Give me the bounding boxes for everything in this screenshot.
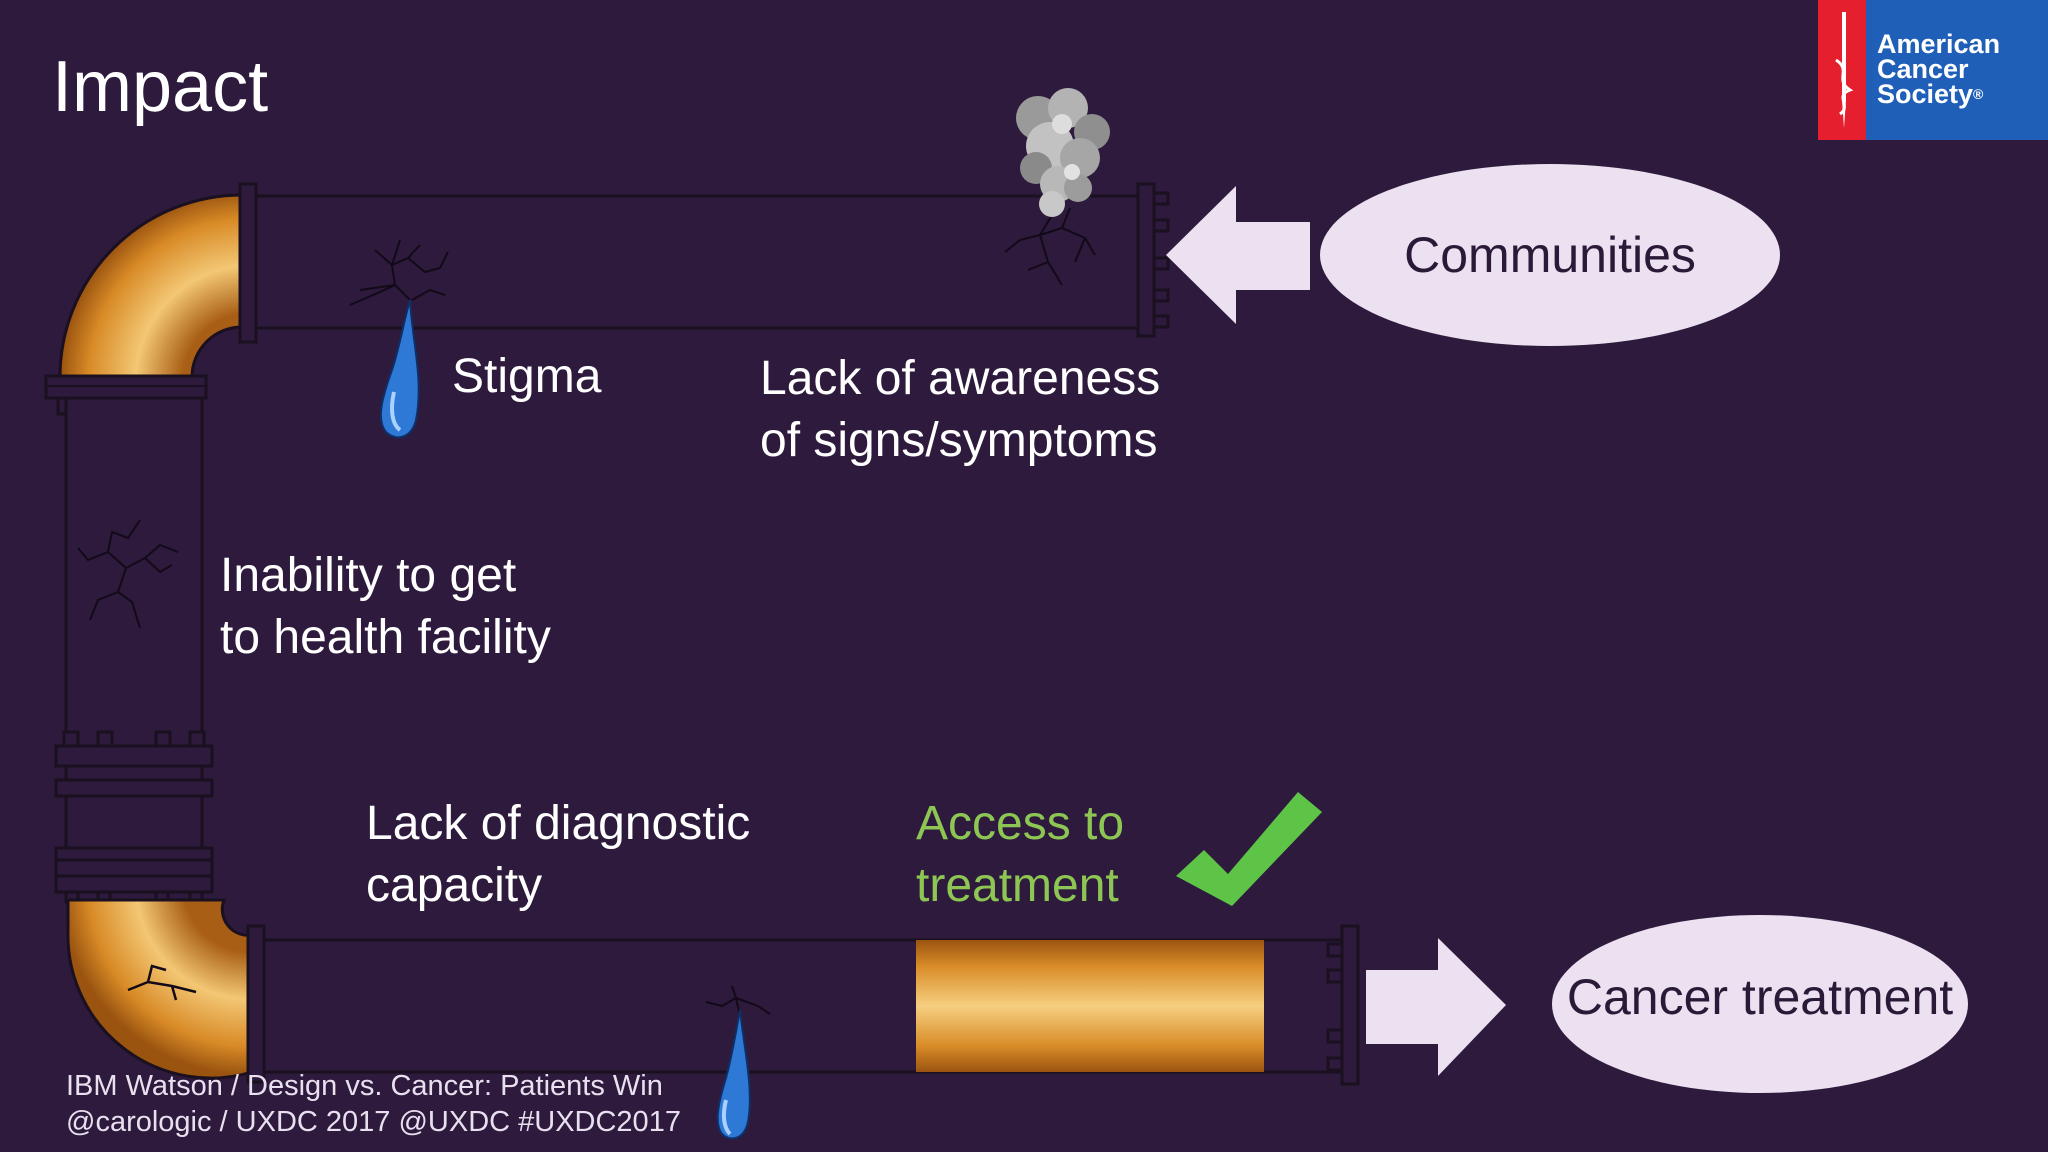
- cancer-treatment-node-label: Cancer treatment: [1566, 969, 1954, 1025]
- top-pipe-bolts: [1152, 191, 1170, 329]
- cancer-treatment-node: [1552, 915, 1968, 1093]
- communities-node: [1320, 164, 1780, 346]
- repaired-copper-segment: [916, 940, 1264, 1072]
- bottom-elbow-flange: [246, 924, 266, 1084]
- bottom-elbow-pipe: [66, 898, 254, 1080]
- stigma-label: Stigma: [452, 350, 602, 403]
- crack-bottom-elbow: [127, 964, 197, 1001]
- top-pipe: [254, 194, 1140, 330]
- crack-stigma: [349, 239, 449, 306]
- bottom-pipe-bolts: [1326, 942, 1344, 1072]
- diagnostic-label: Lack of diagnostic capacity: [366, 797, 751, 912]
- top-elbow-pipe: [58, 193, 244, 379]
- top-elbow-flange: [238, 182, 258, 344]
- smoke-icon: [1016, 88, 1110, 217]
- access-label: Access to treatment: [916, 797, 1125, 912]
- arrow-right-icon: [1366, 938, 1506, 1076]
- checkmark-icon: [1176, 792, 1322, 906]
- vertical-pipe: [64, 396, 204, 894]
- footer-line-1: IBM Watson / Design vs. Cancer: Patients…: [66, 1070, 663, 1102]
- bottom-pipe-end-flange: [1340, 924, 1360, 1086]
- american-cancer-society-logo: [1818, 0, 2048, 140]
- top-pipe-end-flange: [1136, 182, 1156, 338]
- awareness-label: Lack of awareness of signs/symptoms: [760, 352, 1161, 467]
- logo-text: American Cancer Society®: [1877, 29, 2001, 109]
- crack-diagnostic: [705, 985, 771, 1017]
- crack-inability: [77, 519, 179, 629]
- communities-node-label: Communities: [1404, 227, 1696, 283]
- arrow-left-icon: [1166, 186, 1310, 324]
- inability-label: Inability to get to health facility: [220, 549, 551, 664]
- slide-title: Impact: [52, 47, 269, 127]
- vertical-couplings: [54, 730, 214, 904]
- slide-footer: IBM Watson / Design vs. Cancer: Patients…: [66, 1068, 681, 1140]
- crack-awareness: [1004, 207, 1096, 286]
- footer-line-2: @carologic / UXDC 2017 @UXDC #UXDC2017: [66, 1106, 681, 1138]
